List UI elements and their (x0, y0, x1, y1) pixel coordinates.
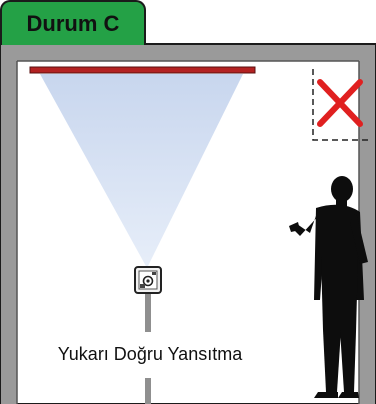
projector-pole-upper (145, 294, 151, 332)
red-x-icon (312, 69, 372, 141)
scenario-tab: Durum C (0, 0, 146, 45)
right-wall (359, 45, 375, 404)
left-wall (1, 45, 17, 404)
ceiling (1, 45, 375, 61)
projector-pole-lower (145, 378, 151, 404)
person-silhouette-icon (289, 176, 368, 398)
ceiling-screen (29, 66, 256, 74)
scenario-tab-label: Durum C (26, 10, 120, 36)
projector-icon (134, 266, 162, 294)
projection-caption: Yukarı Doğru Yansıtma (57, 344, 243, 364)
projection-beam (40, 74, 243, 268)
